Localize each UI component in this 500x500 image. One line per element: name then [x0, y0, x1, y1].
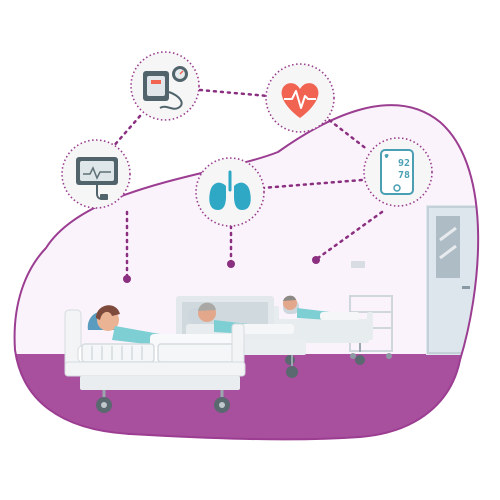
icon-connectors: [110, 88, 384, 278]
bed-side-rail: [81, 343, 237, 363]
connector-node: [227, 260, 235, 268]
oximeter-top-value: 92: [398, 158, 410, 169]
heart-rate-icon: [265, 63, 335, 133]
wall-socket: [351, 261, 365, 268]
front-bed: [64, 305, 246, 413]
back-bed: [273, 295, 373, 365]
lungs-icon: [195, 157, 265, 227]
middle-bed: [176, 296, 306, 378]
ultrasound-scale-icon: [61, 139, 131, 209]
room-outline: [13, 104, 480, 441]
connector-node: [312, 256, 320, 264]
oximeter-bottom-value: 78: [398, 170, 410, 181]
blood-pressure-monitor-icon: [130, 51, 200, 121]
connector-node: [123, 275, 131, 283]
door: [426, 205, 479, 355]
pulse-oximeter-icon: 92 78: [363, 137, 433, 207]
